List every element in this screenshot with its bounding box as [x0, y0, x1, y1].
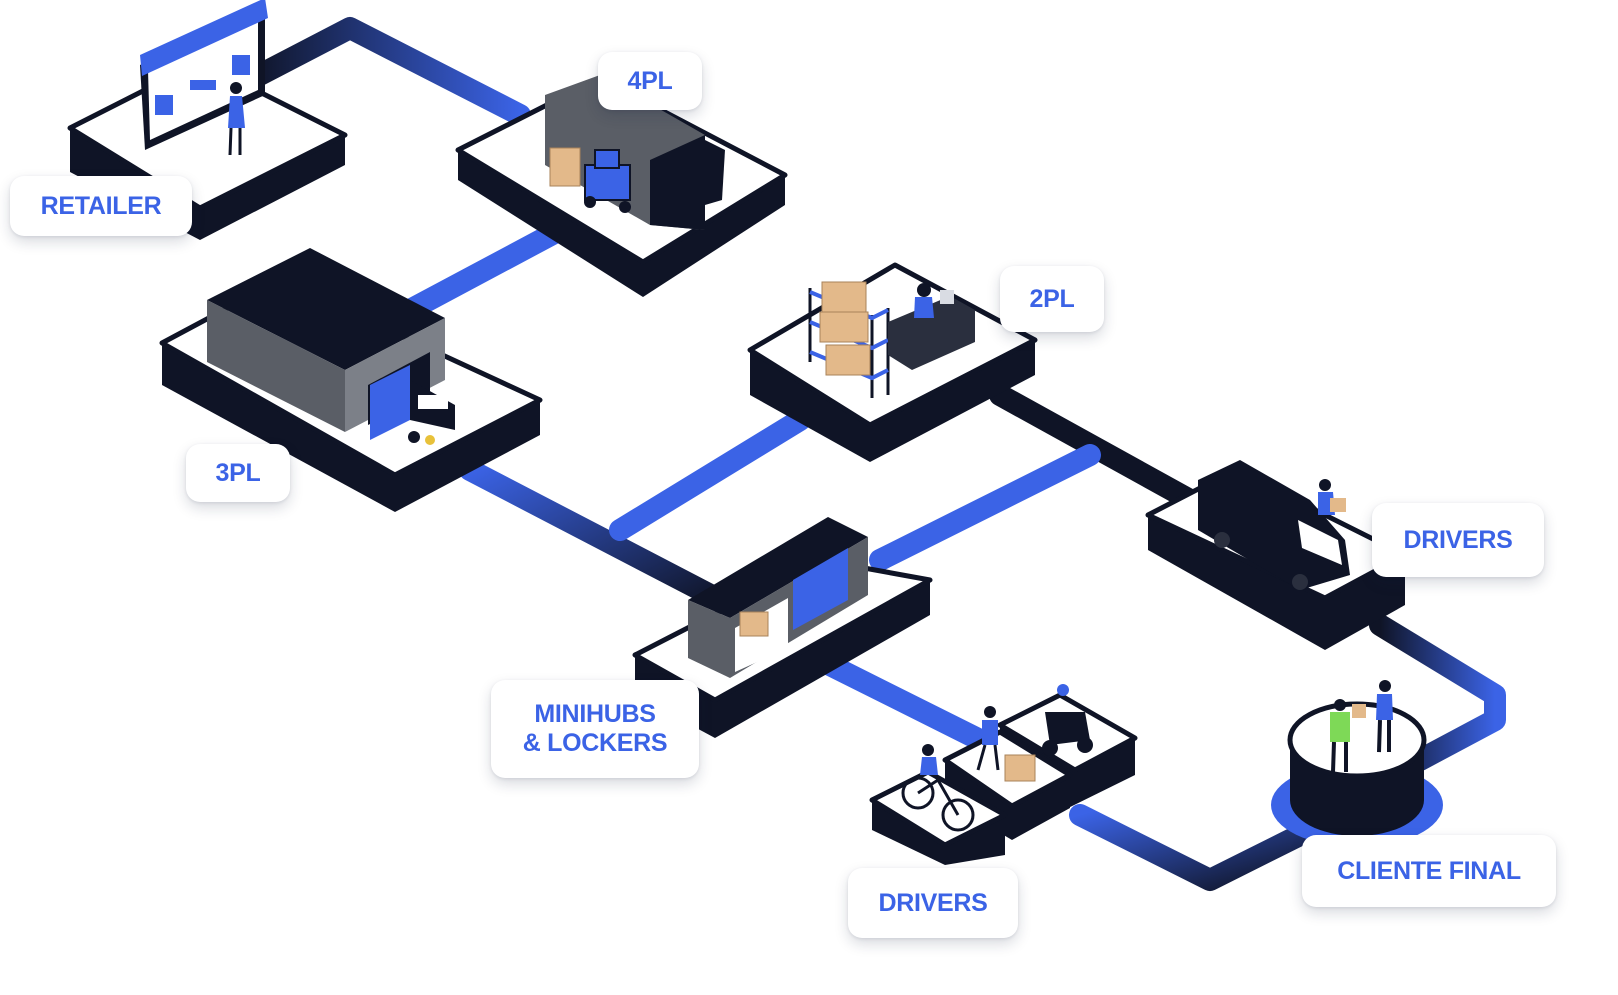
- hand-truck-courier-icon: [976, 706, 1036, 782]
- label-drivers-bikes: DRIVERS: [848, 868, 1018, 938]
- truck-trailer: [545, 75, 725, 230]
- platform-2pl: [747, 262, 1038, 462]
- label-retailer: RETAILER: [10, 176, 192, 236]
- label-cliente-final: CLIENTE FINAL: [1302, 835, 1556, 907]
- locker-building: [688, 517, 868, 678]
- platform-4pl: [455, 75, 788, 297]
- platform-drivers-van: [1145, 460, 1408, 650]
- platform-3pl: [159, 248, 543, 512]
- line-2pl-minihub: [609, 409, 811, 541]
- truck-icon: [370, 365, 455, 445]
- scooter-rider-icon: [1042, 684, 1093, 756]
- handover-figures: [1330, 680, 1393, 773]
- connection-lines: [239, 17, 1506, 891]
- line-minihub-bikes: [819, 654, 1001, 756]
- label-3pl: 3PL: [186, 444, 290, 502]
- line-retailer-4pl: [239, 17, 531, 126]
- line-van-client: [1369, 614, 1506, 771]
- line-3pl-minihub: [459, 459, 731, 611]
- line-minihub-van: [869, 444, 1101, 571]
- bicycle-rider-icon: [901, 744, 975, 832]
- platform-cliente-final: [1271, 680, 1443, 847]
- platform-minihubs: [632, 517, 933, 738]
- label-drivers-van: DRIVERS: [1372, 503, 1544, 577]
- label-minihubs-line2: & LOCKERS: [522, 729, 668, 757]
- line-bikes-client: [1069, 804, 1311, 891]
- platform-drivers-bikes: [869, 684, 1138, 865]
- storefront-screen: [140, 0, 268, 150]
- driver-with-box-figure: [1318, 479, 1346, 515]
- forklift-icon: [549, 147, 631, 213]
- counter-with-worker: [888, 283, 975, 370]
- label-4pl: 4PL: [598, 52, 702, 110]
- label-minihubs-lockers: MINIHUBS & LOCKERS: [491, 680, 699, 778]
- customer-woman-figure: [228, 82, 245, 156]
- line-4pl-3pl: [399, 219, 571, 321]
- delivery-van-icon: [1198, 460, 1350, 590]
- label-2pl: 2PL: [1000, 266, 1104, 332]
- label-minihubs-line1: MINIHUBS: [534, 700, 656, 729]
- shelving-with-boxes: [808, 281, 890, 398]
